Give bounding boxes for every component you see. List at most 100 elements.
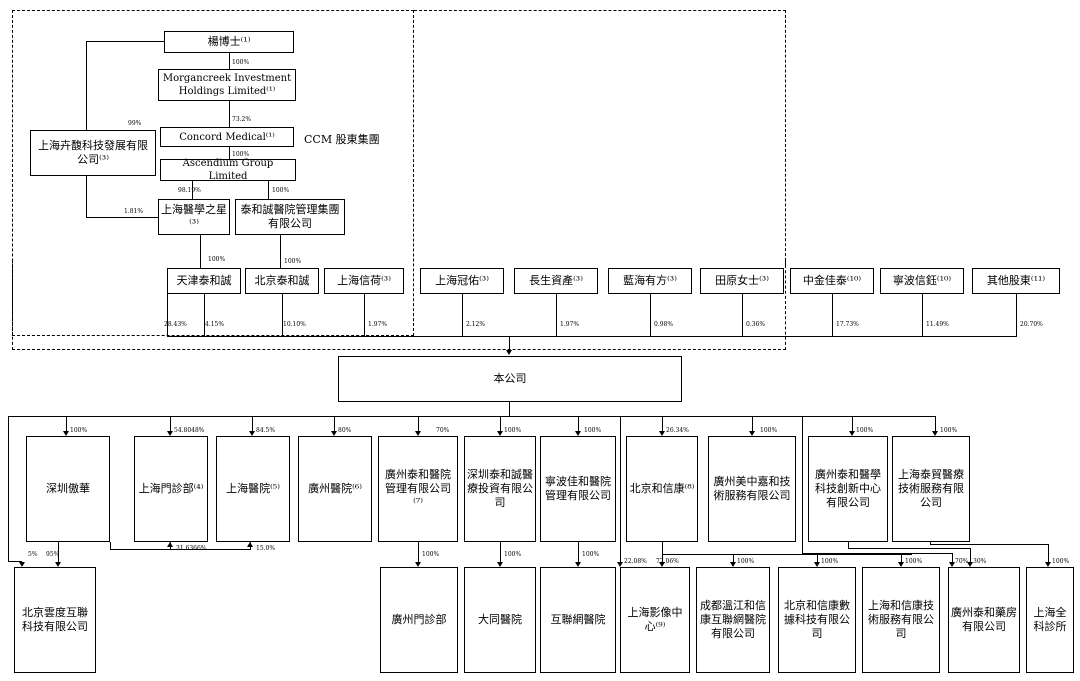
arrow-head: [617, 562, 623, 567]
arrow-head: [19, 562, 25, 567]
node-huazhi: 上海卉馥科技發展有限公司⁽³⁾: [30, 130, 156, 176]
node-lanhai: 藍海有方⁽³⁾: [608, 268, 692, 294]
connector: [650, 294, 651, 336]
pct-label: 17.73%: [836, 321, 859, 328]
connector: [268, 181, 269, 199]
pct-label: 100%: [821, 558, 839, 565]
pct-label: 100%: [232, 151, 250, 158]
connector: [229, 101, 230, 127]
pct-label: 100%: [272, 187, 290, 194]
connector: [509, 402, 510, 416]
connector: [66, 416, 936, 417]
node-cd-wenjiang: 成都溫江和信康互聯網醫院有限公司: [696, 567, 770, 673]
connector: [922, 294, 923, 336]
pct-label: 77.06%: [656, 558, 679, 565]
connector: [282, 294, 283, 336]
pct-label: 100%: [422, 551, 440, 558]
arrow-head: [415, 431, 421, 436]
node-ascendium: Ascendium Group Limited: [160, 158, 296, 182]
connector: [462, 294, 463, 336]
connector: [418, 542, 419, 562]
node-gz-yiyuan: 廣州醫院⁽⁶⁾: [298, 436, 372, 542]
shareholder-group-border: [12, 260, 786, 350]
arrow-head: [249, 431, 255, 436]
connector: [752, 416, 753, 431]
arrow-head: [167, 431, 173, 436]
node-gz-taihe-mgmt: 廣州泰和醫院管理有限公司⁽⁷⁾: [378, 436, 458, 542]
connector: [418, 416, 419, 431]
node-tianjin: 天津泰和誠: [167, 268, 241, 294]
arrow-head: [967, 562, 973, 567]
connector: [802, 416, 803, 554]
pct-label: 30%: [973, 558, 987, 565]
connector: [200, 235, 201, 268]
node-taihecheng-group: 泰和誠醫院管理集團有限公司: [235, 199, 345, 235]
pct-label: 73.2%: [232, 116, 252, 123]
pct-label: 100%: [504, 427, 522, 434]
pct-label: 100%: [1052, 558, 1070, 565]
pct-label: 54.8048%: [174, 427, 205, 434]
arrow-head: [497, 431, 503, 436]
connector: [280, 235, 281, 268]
connector: [852, 416, 853, 431]
pct-label: 70%: [955, 558, 969, 565]
pct-label: 5%: [28, 551, 38, 558]
arrow-head: [506, 350, 512, 355]
pct-label: 4.15%: [205, 321, 225, 328]
pct-label: 20.70%: [1020, 321, 1043, 328]
connector: [86, 41, 164, 42]
connector: [86, 41, 87, 130]
connector: [662, 542, 663, 554]
arrow-head: [932, 431, 938, 436]
connector: [8, 416, 9, 562]
pct-label: 84.5%: [256, 427, 276, 434]
pct-label: 100%: [232, 59, 250, 66]
connector: [742, 294, 743, 336]
node-shenzhen-aoshi: 深圳傲華: [26, 436, 110, 542]
node-sz-taihecheng-inv: 深圳泰和誠醫療投資有限公司: [464, 436, 536, 542]
connector: [802, 553, 952, 554]
pct-label: 1.81%: [124, 208, 144, 215]
connector: [935, 416, 936, 431]
pct-label: 95%: [46, 551, 60, 558]
arrow-head: [55, 562, 61, 567]
connector: [848, 548, 970, 549]
arrow-head: [898, 562, 904, 567]
connector: [252, 416, 253, 431]
arrow-head: [749, 431, 755, 436]
pct-label: 100%: [582, 551, 600, 558]
arrow-head: [415, 562, 421, 567]
pct-label: 98.19%: [178, 187, 201, 194]
node-gz-taihe-pharmacy: 廣州泰和藥房有限公司: [948, 567, 1020, 673]
ccm-group-right-border: [414, 10, 786, 266]
node-zhongjin: 中金佳泰⁽¹⁰⁾: [790, 268, 874, 294]
node-gz-menzhen: 廣州門診部: [380, 567, 458, 673]
node-sh-menzhen: 上海門診部⁽⁴⁾: [134, 436, 208, 542]
node-yixuezhixing: 上海醫學之星⁽³⁾: [158, 199, 230, 235]
pct-label: 70%: [436, 427, 450, 434]
connector: [952, 553, 953, 562]
node-sh-hexinkang-tech: 上海和信康技術服務有限公司: [862, 567, 940, 673]
arrow-head: [814, 562, 820, 567]
pct-label: 2.12%: [466, 321, 486, 328]
arrow-head: [247, 542, 253, 547]
node-sh-yiyuan: 上海醫院⁽⁵⁾: [216, 436, 290, 542]
connector: [86, 217, 158, 218]
pct-label: 26.34%: [666, 427, 689, 434]
pct-label: 15.0%: [256, 545, 276, 552]
connector: [901, 554, 902, 562]
pct-label: 100%: [940, 427, 958, 434]
node-bj-hexinkang: 北京和信康⁽⁸⁾: [626, 436, 698, 542]
connector: [167, 336, 1017, 337]
node-beijing-thc: 北京泰和誠: [245, 268, 319, 294]
connector: [832, 294, 833, 336]
pct-label: 100%: [70, 427, 88, 434]
connector: [8, 561, 22, 562]
node-sh-general: 上海全科診所: [1026, 567, 1074, 673]
connector: [1016, 294, 1017, 336]
node-morgancreek: Morgancreek Investment Holdings Limited⁽…: [158, 69, 296, 101]
pct-label: 100%: [208, 256, 226, 263]
pct-label: 0.98%: [654, 321, 674, 328]
node-shanghai-xinhe: 上海信荷⁽³⁾: [324, 268, 404, 294]
